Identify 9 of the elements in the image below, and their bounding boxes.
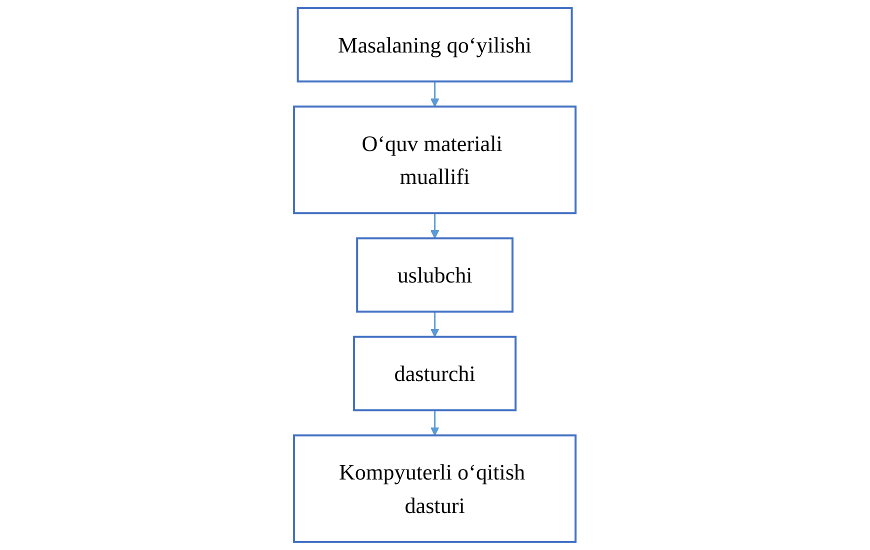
node-box: uslubchi xyxy=(356,237,514,313)
arrow xyxy=(430,81,440,107)
arrow xyxy=(430,312,440,338)
arrow xyxy=(430,410,440,436)
arrow xyxy=(430,213,440,239)
node-box: Masalaning qo‘yilishi xyxy=(297,7,573,82)
node-box: dasturchi xyxy=(353,336,517,412)
node-box: O‘quv materiali muallifi xyxy=(293,106,577,214)
node-box: Kompyuterli o‘qitish dasturi xyxy=(293,434,577,543)
